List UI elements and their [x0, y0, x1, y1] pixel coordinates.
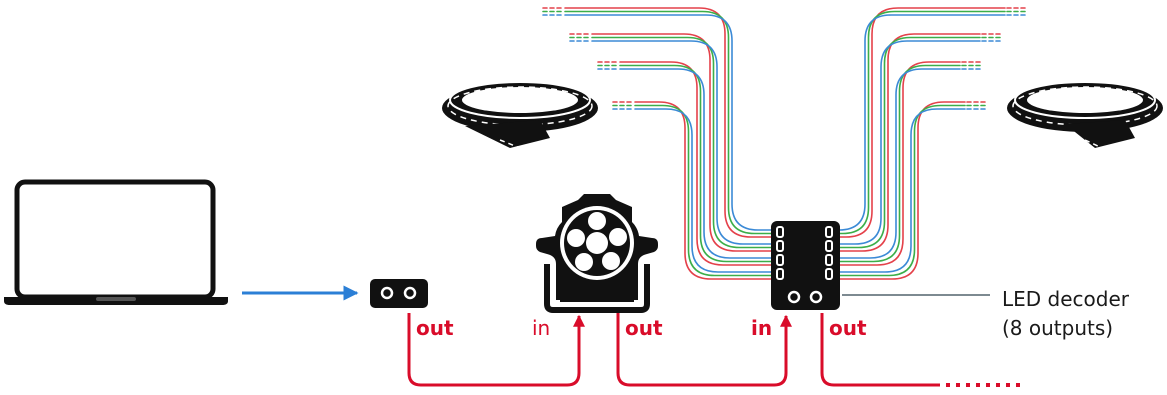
dmx-out-label: out: [416, 316, 454, 340]
rgb-wire: [564, 7, 772, 238]
rgb-wire: [838, 14, 1006, 231]
led-wire-bundle-left: [542, 7, 772, 280]
rgb-wire: [839, 104, 966, 277]
dmx-interface-icon: [370, 279, 428, 308]
rgb-wire: [634, 108, 772, 273]
rgb-wire: [619, 61, 772, 266]
rgb-wire: [839, 108, 966, 273]
dmx-out-label: out: [625, 316, 663, 340]
led-decoder-icon: [771, 221, 840, 310]
rgb-wire: [619, 68, 772, 259]
led-wire-bundle-right: [838, 7, 1028, 280]
rgb-wire: [634, 101, 772, 280]
rgb-wire: [839, 61, 961, 266]
rgb-wire: [634, 104, 772, 277]
laptop-icon: [4, 179, 228, 305]
rgb-wire: [591, 33, 772, 252]
rgb-wire: [839, 101, 966, 280]
decoder-subtitle: (8 outputs): [1002, 316, 1114, 340]
rgb-wire: [591, 40, 772, 245]
rgb-wire: [839, 33, 981, 252]
rgb-wire: [839, 68, 961, 259]
rgb-wire: [839, 7, 1006, 238]
par-light-icon: [536, 194, 658, 313]
decoder-title: LED decoder: [1002, 287, 1129, 311]
led-strip-reel-icon: [1007, 81, 1163, 155]
dmx-in-label: in: [532, 316, 551, 340]
rgb-wire: [564, 14, 772, 231]
dmx-in-label: in: [751, 316, 773, 340]
rgb-wire: [591, 36, 772, 249]
rgb-wire: [839, 40, 981, 245]
dmx-chain: [407, 313, 1020, 387]
led-strip-reel-icon: [442, 81, 598, 155]
dmx-out-label: out: [829, 316, 867, 340]
rgb-wire: [619, 64, 772, 263]
rgb-wire: [839, 36, 981, 249]
rgb-wire: [564, 10, 772, 235]
rgb-wire: [839, 64, 961, 263]
rgb-wire: [839, 10, 1006, 235]
